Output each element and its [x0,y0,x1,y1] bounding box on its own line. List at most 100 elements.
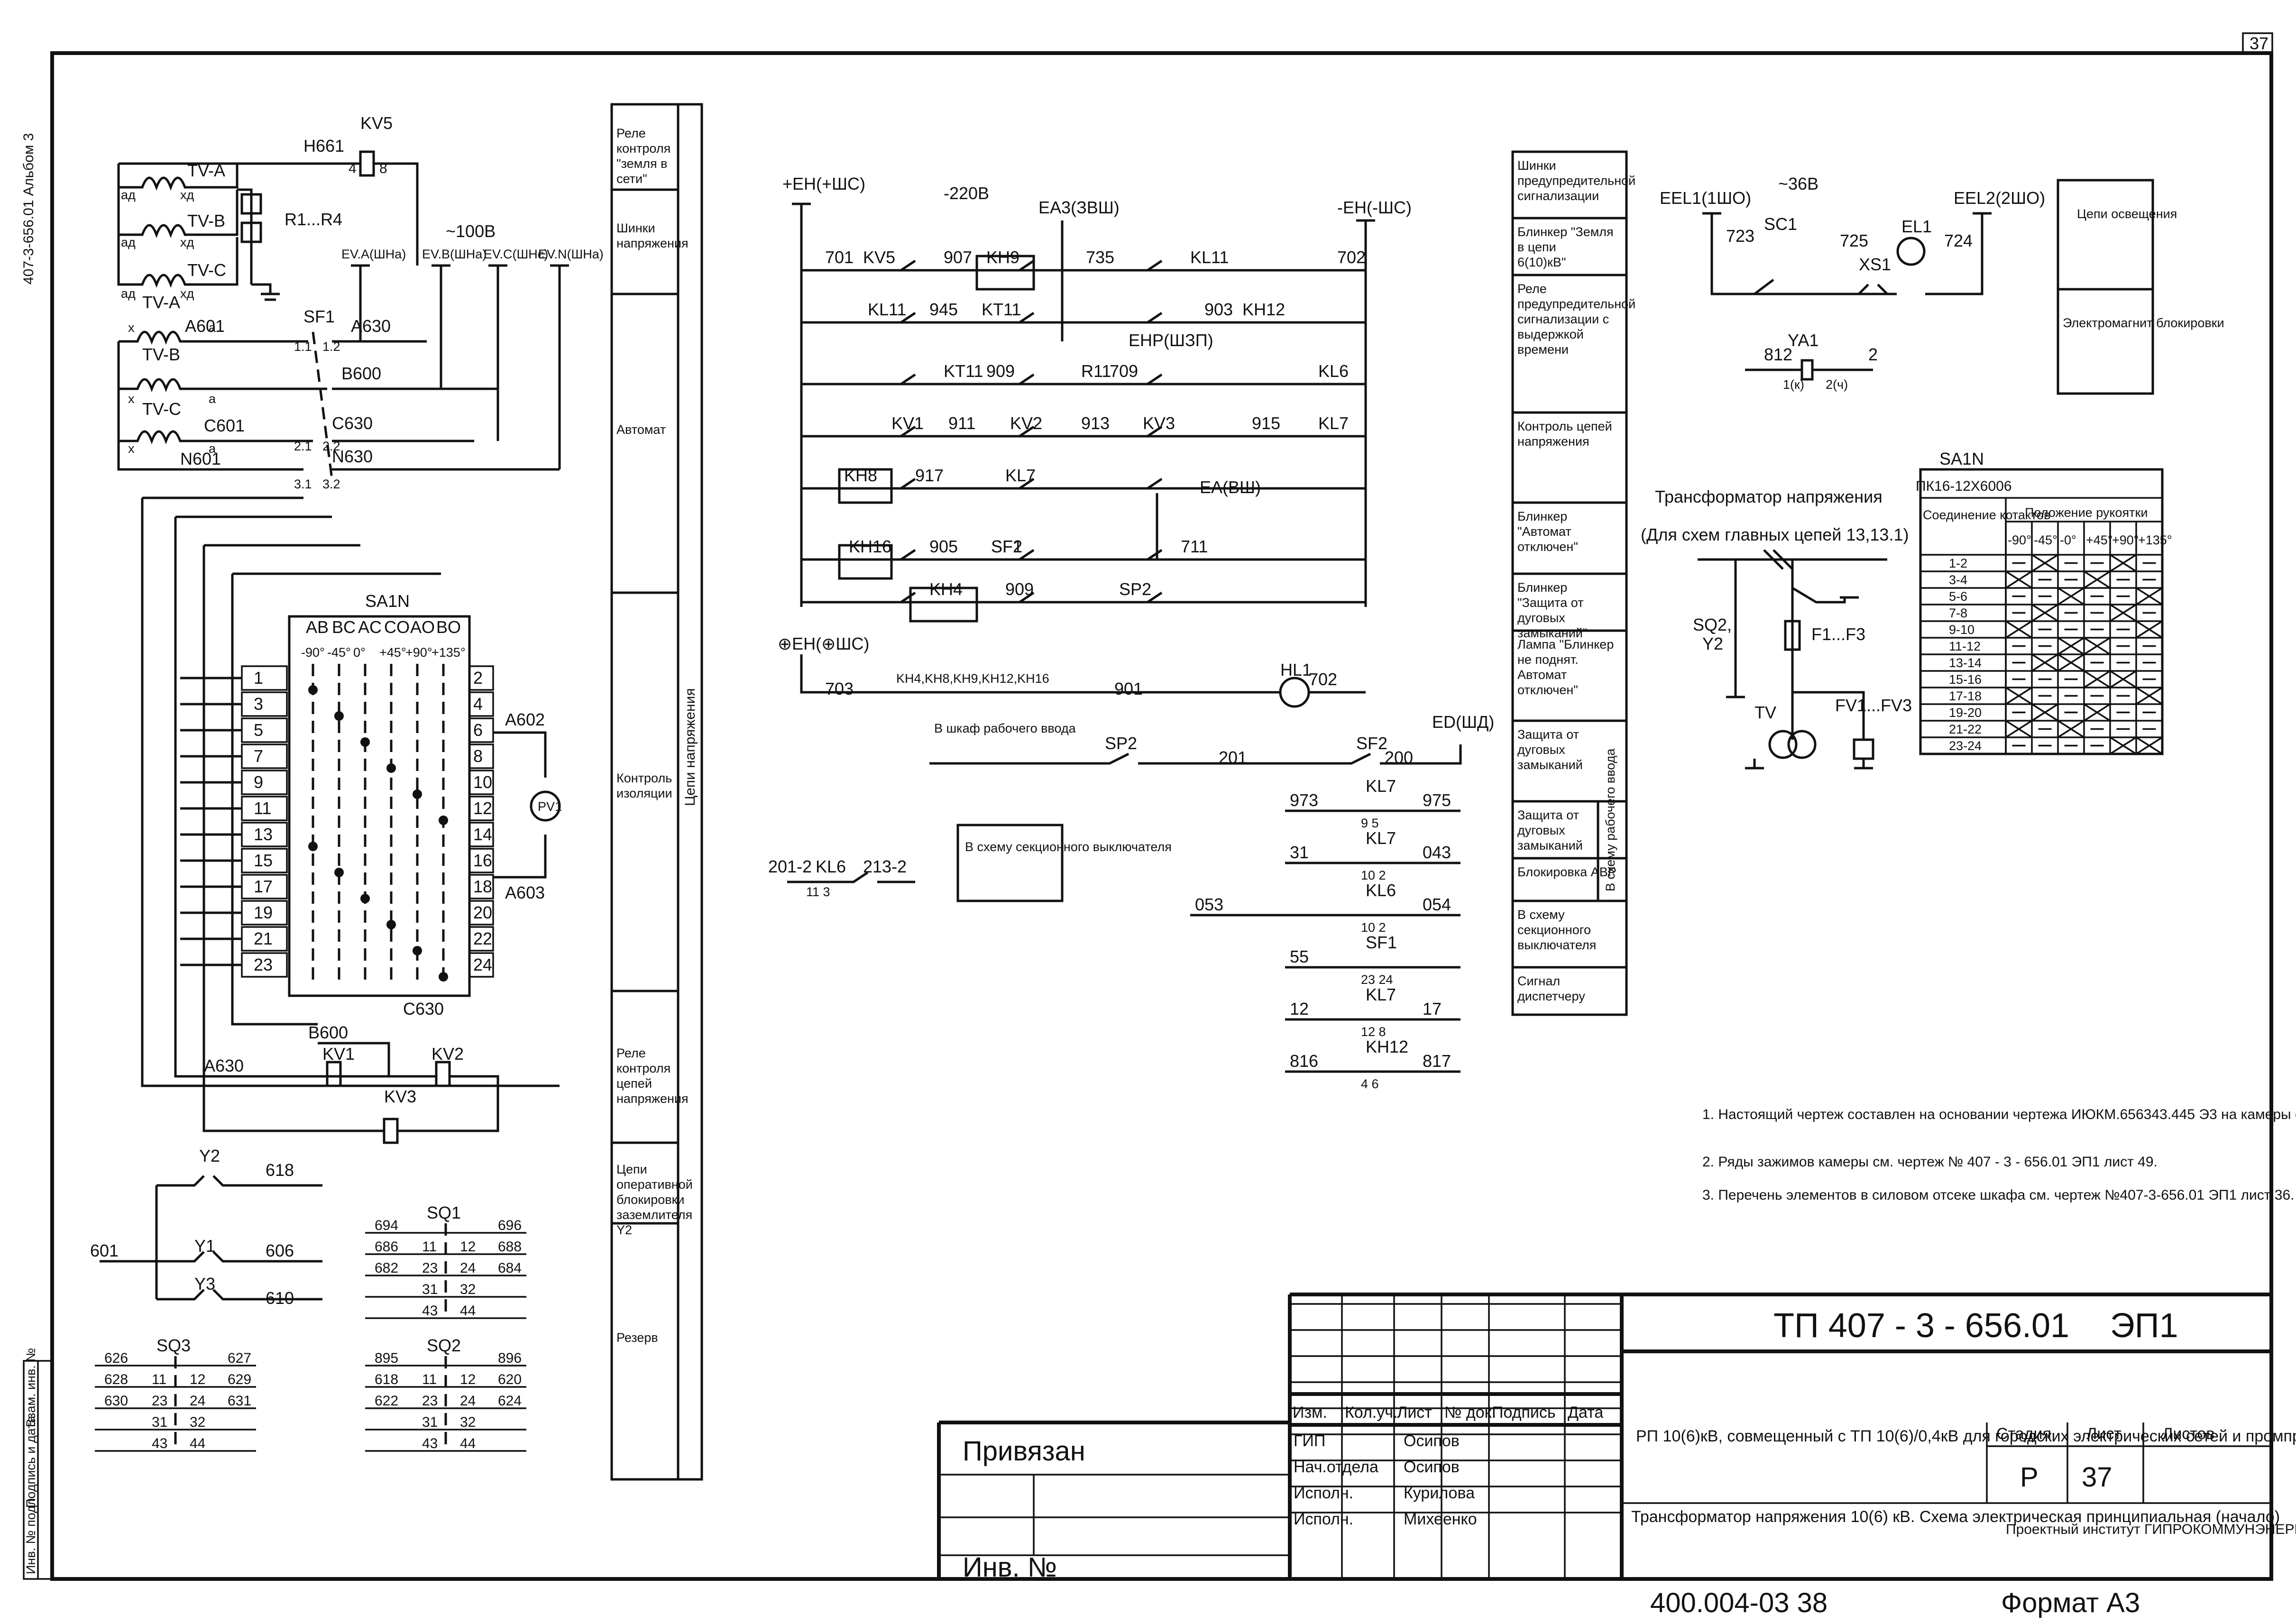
eel2-label: EEL2(2ШО) [1954,188,2045,208]
wire-610-label: 610 [266,1288,294,1308]
sa1n-row-3-4: 3-4 [1949,573,1967,587]
y3-label: Y3 [194,1274,215,1294]
kv-relays: B600 A630 KV1 KV2 KV3 [175,1023,499,1144]
rung-4-part-2: KL7 [1005,466,1036,485]
right-row-0-dev: KL7 [1366,776,1396,796]
rung-2-part-2: R11 [1081,361,1111,381]
tb-mark: ЭП1 [2110,1307,2178,1345]
ad-label-a: ад [121,188,136,202]
right-row-3-dev: SF1 [1366,933,1397,952]
sa1n-left-term-5: 5 [254,720,263,740]
svg-text:х: х [128,392,135,406]
sa1n-right-term-12: 12 [473,798,492,818]
sq3-cell: 44 [190,1436,205,1451]
sa1n-row-11-12: 11-12 [1949,639,1981,653]
sa1n-left-term-1: 1 [254,668,263,688]
sa1n-table-col2: Положение рукоятки [2025,505,2148,520]
sa1n-right-term-6: 6 [473,720,483,740]
rung-0-part-0: 701 [825,248,854,267]
a630-label: A630 [351,316,391,336]
sa1n-cross [2005,620,2032,639]
sa1n-table-title: SA1N [1939,449,1984,468]
sa1n-pos-4: +90° [2112,533,2139,547]
hd-label-a: хд [180,188,194,202]
sa1n-cross [2005,570,2032,589]
ev-c-label: EV.C(ШНс) [484,247,548,261]
kl6-left-wire: 201-2 [768,857,812,876]
sq3-title: SQ3 [156,1336,191,1355]
sa1n-table-type: ПК16-12Х6006 [1916,478,2012,494]
ed-label: ED(ШД) [1432,712,1494,732]
sq1-cell: 11 [422,1239,437,1255]
kv-a630-label: A630 [204,1056,244,1075]
kv3-label: KV3 [384,1087,416,1106]
notes: 1. Настоящий чертеж составлен на основан… [1702,1107,2296,1203]
ev-buses: ~100В EV.A(ШНа) EV.B(ШНа) EV.C(ШНс) EV.N… [341,221,604,469]
a603-label: A603 [505,883,545,902]
sq2-cell: 43 [422,1436,438,1451]
ea3-label: ЕА3(ЗВШ) [1038,198,1120,217]
sa1n-row-5-6: 5-6 [1949,589,1967,604]
sa1n-angle-5: +135° [432,645,466,660]
sa1n-right-term-18: 18 [473,877,492,896]
kv2-label: KV2 [432,1044,464,1064]
tv-a-label-2: TV-A [142,293,180,312]
kv5-label: KV5 [360,113,393,133]
sa1n-right-term-14: 14 [473,825,492,844]
sa1n-left-term-17: 17 [254,877,273,896]
sq3-cell: 629 [228,1372,251,1387]
sq1-cell: 43 [422,1303,438,1319]
sa1n-cross [2005,720,2032,738]
tb-list: 37 [2082,1462,2112,1493]
rung-4-part-1: 917 [915,466,944,485]
sa1n-cross [2031,653,2058,672]
sq2-title: SQ2 [427,1336,461,1355]
sa1n-left-term-3: 3 [254,694,263,714]
sa1n-col-BC: BC [332,617,356,637]
sq1-cell: 24 [460,1260,476,1276]
sa1n-cross [2057,653,2085,672]
tb-name-0: Осипов [1404,1432,1460,1450]
svg-text:а: а [209,392,216,406]
sa1n-cross [2031,604,2058,622]
box-lighting: Цепи освещения [2077,207,2177,221]
sq2-cell: 44 [460,1436,476,1451]
sa1n-cross [2136,687,2163,705]
right-row-1-left: 31 [1290,843,1309,862]
el1-label: EL1 [1901,217,1932,236]
svg-text:2: 2 [1868,345,1878,364]
sa1n-cross [2057,720,2085,738]
tb-stage: Р [2020,1462,2039,1493]
right-row-2-left: 053 [1195,895,1223,914]
sa1n-left-term-9: 9 [254,772,263,792]
rung-2-part-0: KT11 [944,361,983,381]
tb-role-2: Исполн. [1294,1484,1353,1502]
rung-5-part-4: 711 [1181,537,1208,556]
sq2-cell: 23 [422,1393,438,1409]
f-label: F1...F3 [1811,624,1865,644]
right-row-2-contacts: 10 2 [1361,920,1386,935]
sq1-cell: 44 [460,1303,476,1319]
sq3-cell: 11 [152,1372,166,1387]
margin-code-line-1: 407-3-656.01 Альбом 3 [21,133,37,284]
tb-hdr-2: Лист [1397,1404,1432,1422]
a601-label: A601 [185,316,225,336]
sq3-cell: 631 [228,1393,251,1409]
rung-5-part-2: SF2 [991,537,1022,556]
sq2-cell: 618 [375,1372,398,1387]
sq1-cell: 32 [460,1282,476,1297]
sa1n-pos-2: -0° [2060,533,2076,547]
sa1n-cross [2136,736,2163,755]
rung-3-part-1: 911 [948,413,975,433]
rung-0-part-1: KV5 [863,248,895,267]
bus-flash-label: ⊕ЕН(⊕ШС) [778,634,869,653]
